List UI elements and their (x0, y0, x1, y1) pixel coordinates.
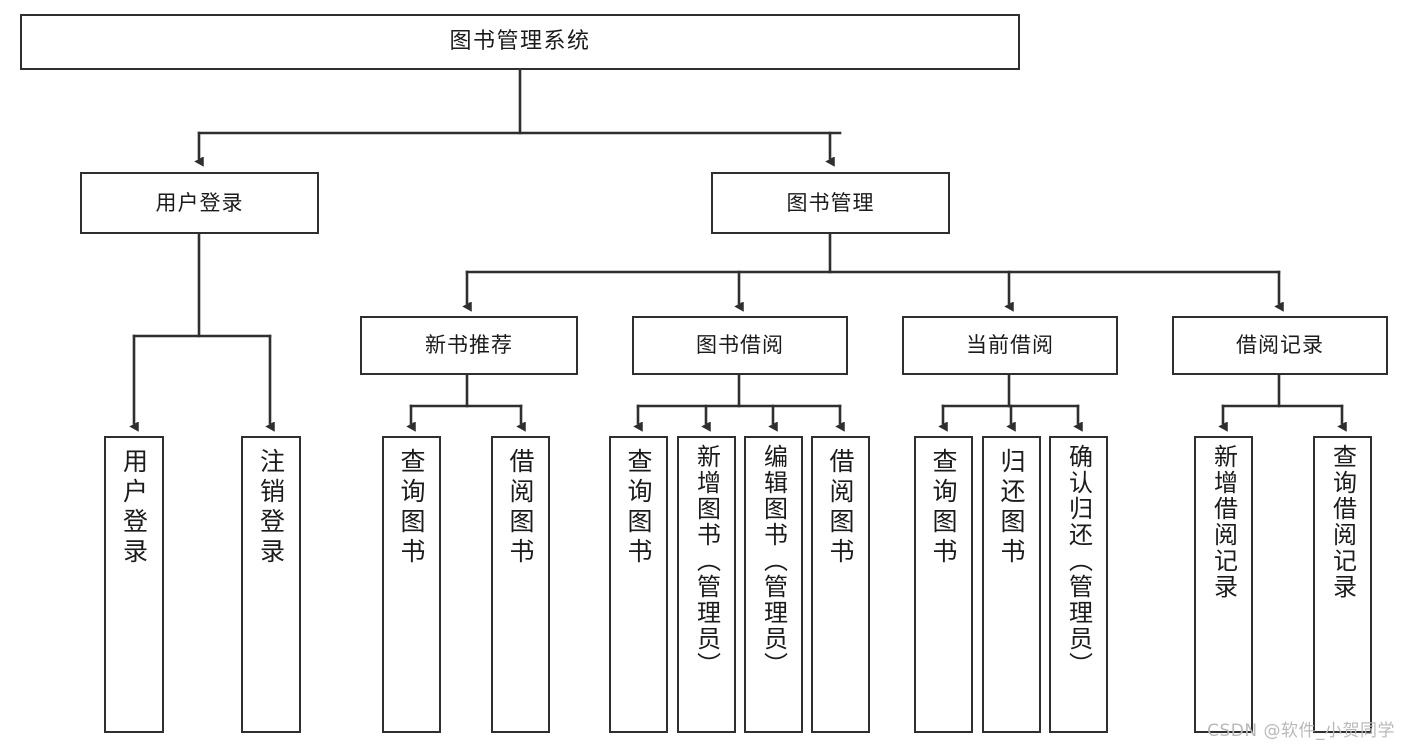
node-leaf-edit-book-label: 编辑图书（管理员） (759, 444, 788, 678)
node-leaf-user-login-label: 用户登录 (119, 448, 149, 568)
node-leaf-return-book[interactable]: 归还图书 (982, 436, 1041, 733)
node-leaf-query-book-borrow-label: 查询图书 (624, 448, 653, 568)
node-leaf-query-book-rec[interactable]: 查询图书 (382, 436, 441, 733)
node-leaf-confirm-return-label: 确认归还（管理员） (1064, 444, 1093, 678)
node-leaf-return-book-label: 归还图书 (997, 448, 1026, 568)
node-leaf-add-record-label: 新增借阅记录 (1209, 444, 1238, 600)
node-new-book-recommend-label: 新书推荐 (425, 333, 513, 358)
node-leaf-add-book-label: 新增图书（管理员） (692, 444, 721, 678)
node-leaf-query-record-label: 查询借阅记录 (1328, 444, 1357, 600)
node-book-manage[interactable]: 图书管理 (711, 172, 950, 234)
node-leaf-logout-label: 注销登录 (256, 448, 286, 568)
node-leaf-query-book-cur[interactable]: 查询图书 (914, 436, 973, 733)
node-leaf-borrow-book[interactable]: 借阅图书 (811, 436, 870, 733)
node-leaf-add-book[interactable]: 新增图书（管理员） (677, 436, 736, 733)
node-new-book-recommend[interactable]: 新书推荐 (360, 316, 578, 375)
node-leaf-query-book-borrow[interactable]: 查询图书 (609, 436, 668, 733)
node-root-label: 图书管理系统 (449, 29, 591, 55)
node-current-borrow-label: 当前借阅 (966, 333, 1054, 358)
node-leaf-edit-book[interactable]: 编辑图书（管理员） (744, 436, 803, 733)
node-leaf-query-book-cur-label: 查询图书 (929, 448, 958, 568)
node-leaf-user-login[interactable]: 用户登录 (104, 436, 164, 733)
node-book-borrow[interactable]: 图书借阅 (632, 316, 848, 375)
node-leaf-query-book-rec-label: 查询图书 (397, 448, 426, 568)
node-user-login[interactable]: 用户登录 (80, 172, 319, 234)
node-leaf-query-record[interactable]: 查询借阅记录 (1313, 436, 1372, 733)
node-leaf-borrow-book-rec-label: 借阅图书 (506, 448, 535, 568)
node-book-manage-label: 图书管理 (786, 190, 875, 215)
node-book-borrow-label: 图书借阅 (696, 333, 784, 358)
node-root[interactable]: 图书管理系统 (20, 14, 1020, 70)
node-user-login-label: 用户登录 (155, 190, 244, 215)
node-borrow-record-label: 借阅记录 (1236, 333, 1324, 358)
node-borrow-record[interactable]: 借阅记录 (1172, 316, 1388, 375)
node-leaf-confirm-return[interactable]: 确认归还（管理员） (1049, 436, 1108, 733)
node-leaf-borrow-book-label: 借阅图书 (826, 448, 855, 568)
node-current-borrow[interactable]: 当前借阅 (902, 316, 1118, 375)
node-leaf-borrow-book-rec[interactable]: 借阅图书 (491, 436, 550, 733)
node-leaf-add-record[interactable]: 新增借阅记录 (1194, 436, 1253, 733)
csdn-watermark: CSDN @软件_小贺同学 (1207, 721, 1395, 741)
node-leaf-logout[interactable]: 注销登录 (241, 436, 301, 733)
